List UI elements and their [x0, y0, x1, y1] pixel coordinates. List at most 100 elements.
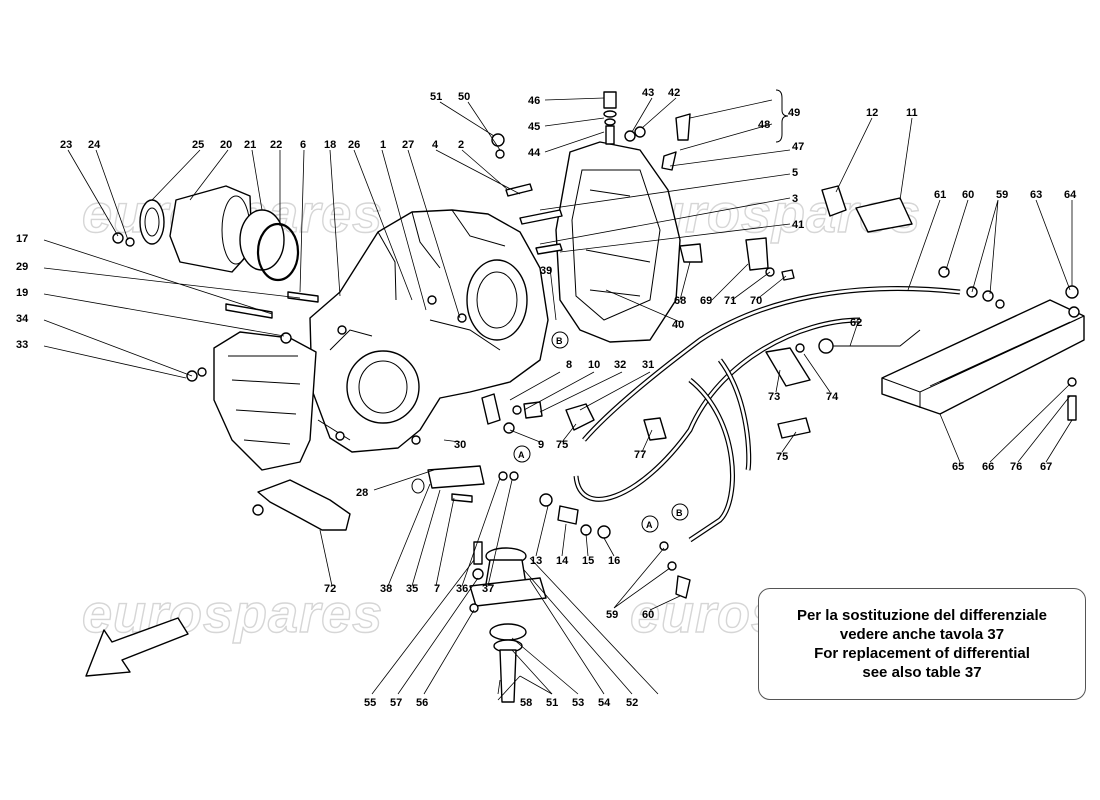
part-label: 57: [390, 697, 402, 709]
part-label: 31: [642, 359, 654, 371]
part-label: 61: [934, 189, 946, 201]
mounting-bracket: [252, 479, 351, 531]
part-label: 68: [674, 295, 686, 307]
part-label: 65: [952, 461, 964, 473]
note-line-1: Per la sostituzione del differenziale: [796, 607, 1048, 624]
valve-parts: [481, 393, 595, 434]
replacement-note: Per la sostituzione del differenziale ve…: [758, 588, 1086, 700]
ref-b-1: B: [556, 336, 563, 346]
part-label: 6: [300, 139, 306, 151]
part-label: 30: [454, 439, 466, 451]
clamps-and-brackets: [643, 185, 1005, 441]
part-label: 47: [792, 141, 804, 153]
part-label: 69: [700, 295, 712, 307]
side-cover-plate: [213, 331, 317, 471]
part-label: 72: [324, 583, 336, 595]
part-label: 63: [1030, 189, 1042, 201]
part-label: 32: [614, 359, 626, 371]
rear-cover: [555, 141, 681, 343]
engine-mount: [469, 541, 547, 703]
direction-arrow: [85, 617, 189, 677]
part-label: 55: [364, 697, 376, 709]
part-label: 53: [572, 697, 584, 709]
note-line-3: For replacement of differential: [814, 645, 1030, 662]
ref-a-2: A: [646, 520, 653, 530]
part-label: 44: [528, 147, 541, 159]
part-label: 24: [88, 139, 101, 151]
part-label: 41: [792, 219, 804, 231]
part-label: 26: [348, 139, 360, 151]
leader-lines: [43, 97, 1073, 701]
part-label: 33: [16, 339, 28, 351]
part-label: 28: [356, 487, 368, 499]
part-label: 48: [758, 119, 770, 131]
part-label: 71: [724, 295, 736, 307]
part-label: 27: [402, 139, 414, 151]
part-label: 59: [606, 609, 618, 621]
oil-cooler: [881, 285, 1085, 421]
part-label: 76: [1010, 461, 1022, 473]
part-label: 60: [962, 189, 974, 201]
part-label: 75: [556, 439, 568, 451]
ref-b-2: B: [676, 508, 683, 518]
part-label: 58: [520, 697, 532, 709]
part-label: 42: [668, 87, 680, 99]
part-label: 52: [626, 697, 638, 709]
part-label: 7: [434, 583, 440, 595]
part-label: 17: [16, 233, 28, 245]
part-label: 64: [1064, 189, 1077, 201]
part-label: 73: [768, 391, 780, 403]
part-label: 29: [16, 261, 28, 273]
part-label: 19: [16, 287, 28, 299]
part-label: 20: [220, 139, 232, 151]
part-label: 46: [528, 95, 540, 107]
part-label: 3: [792, 193, 798, 205]
part-label: 34: [16, 313, 29, 325]
part-label: 43: [642, 87, 654, 99]
part-label: 9: [538, 439, 544, 451]
part-label: 38: [380, 583, 392, 595]
selector-shaft: [411, 465, 519, 494]
part-label: 5: [792, 167, 798, 179]
part-label: 15: [582, 555, 594, 567]
watermark-bottom-left: eurospares: [82, 584, 383, 644]
part-label: 12: [866, 107, 878, 119]
fitting-parts: [539, 493, 691, 599]
part-label: 45: [528, 121, 540, 133]
note-line-2: vedere anche tavola 37: [839, 626, 1005, 643]
note-line-4: see also table 37: [862, 664, 982, 681]
part-label: 59: [996, 189, 1008, 201]
part-label: 56: [416, 697, 428, 709]
part-label: 11: [906, 107, 918, 119]
part-label: 66: [982, 461, 994, 473]
part-label: 14: [556, 555, 569, 567]
part-label: 77: [634, 449, 646, 461]
ref-circles: B A A B: [513, 331, 689, 533]
part-label: 16: [608, 555, 620, 567]
part-label: 49: [788, 107, 800, 119]
part-label: 40: [672, 319, 684, 331]
part-label: 2: [458, 139, 464, 151]
part-label: 51: [546, 697, 558, 709]
ref-a-1: A: [518, 450, 525, 460]
part-label: 23: [60, 139, 72, 151]
part-label: 8: [566, 359, 572, 371]
gearbox-housing: [309, 209, 549, 453]
part-label: 54: [598, 697, 611, 709]
part-label: 39: [540, 265, 552, 277]
flange-adapter: [112, 185, 300, 282]
part-label: 4: [432, 139, 439, 151]
part-label: 13: [530, 555, 542, 567]
part-label: 18: [324, 139, 336, 151]
oil-pipes: [573, 286, 961, 543]
part-label: 21: [244, 139, 256, 151]
part-label: 67: [1040, 461, 1052, 473]
part-label: 70: [750, 295, 762, 307]
part-label: 74: [826, 391, 839, 403]
part-label: 22: [270, 139, 282, 151]
part-label: 35: [406, 583, 418, 595]
part-label: 60: [642, 609, 654, 621]
brace-49: [775, 89, 789, 143]
part-label: 75: [776, 451, 788, 463]
part-label: 51: [430, 91, 442, 103]
